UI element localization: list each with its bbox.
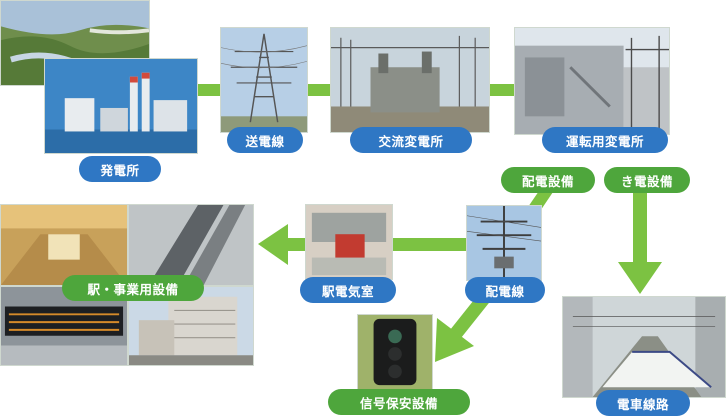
- photo-distribution-pole: [466, 205, 542, 281]
- label-operation-substation: 運転用変電所: [542, 127, 668, 153]
- photo-station-escalator: [128, 204, 254, 286]
- label-station-electric-room: 駅電気室: [300, 277, 396, 303]
- arrow-head-traction-to-train-line: [618, 262, 662, 294]
- label-traction-power-equipment: き電設備: [604, 167, 690, 193]
- photo-operation-substation: [514, 27, 670, 135]
- connector-line-to-ac-substation: [308, 84, 332, 96]
- photo-station-departure-board: [0, 286, 128, 366]
- arrow-head-line-to-signal: [435, 318, 474, 362]
- photo-transmission-tower: [220, 27, 308, 133]
- arrow-shaft-traction-to-train-line: [633, 190, 647, 264]
- label-distribution-line: 配電線: [465, 277, 545, 303]
- label-station-business-equipment: 駅・事業用設備: [62, 275, 204, 301]
- photo-ac-substation: [330, 27, 490, 133]
- photo-train-line: [562, 296, 726, 398]
- connector-plant-to-line: [196, 84, 226, 96]
- label-ac-substation: 交流変電所: [350, 127, 472, 153]
- label-train-line: 電車線路: [596, 390, 690, 416]
- photo-signal: [357, 314, 433, 390]
- label-transmission-line: 送電線: [227, 127, 303, 153]
- arrow-head-electric-room-to-station: [258, 224, 288, 265]
- connector-ac-to-operation-substation: [488, 84, 516, 96]
- photo-thermal-plant: [44, 58, 198, 154]
- photo-station-electric-room: [305, 204, 393, 280]
- label-power-plant: 発電所: [79, 156, 161, 182]
- arrow-shaft-electric-room-to-station: [284, 238, 306, 251]
- label-signal-safety-equipment: 信号保安設備: [328, 389, 470, 415]
- arrow-shaft-line-to-electric-room: [393, 238, 468, 251]
- label-distribution-equipment: 配電設備: [501, 167, 595, 193]
- photo-station-concourse: [0, 204, 128, 286]
